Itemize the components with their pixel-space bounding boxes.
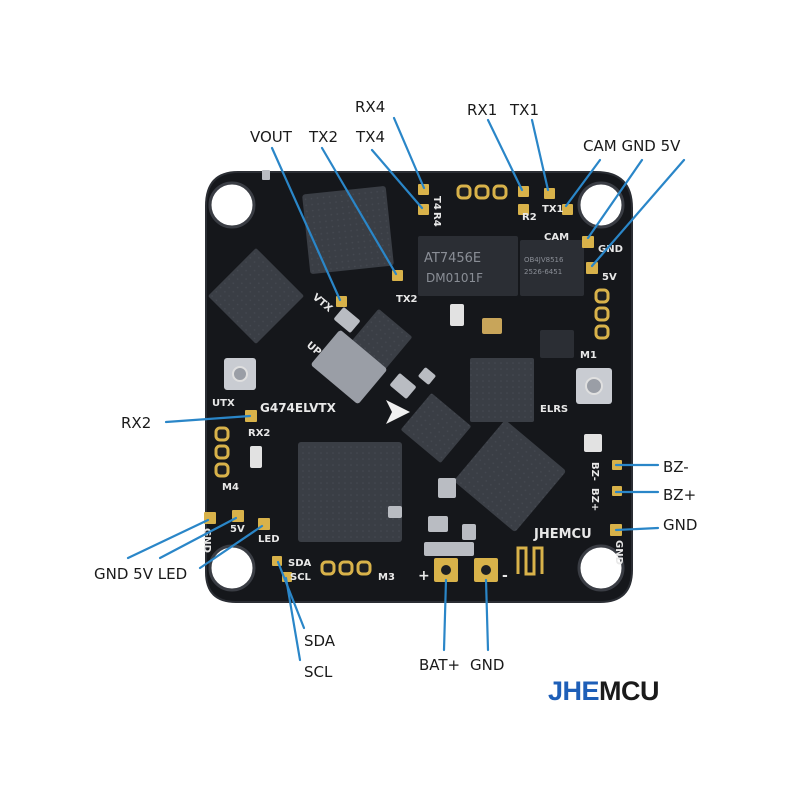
callout-gnd-5v-led: GND 5V LED — [94, 565, 188, 583]
passives — [250, 170, 574, 556]
silk-maker: JHEMCU — [533, 527, 592, 542]
silk-led: LED — [258, 534, 280, 545]
silk-sda: SDA — [288, 558, 312, 569]
callout-gnd-bottom: GND — [470, 656, 505, 674]
leader-tx1 — [530, 118, 550, 192]
brand-logo: JHEMCU — [548, 676, 660, 707]
antenna-trace-icon — [516, 546, 544, 576]
callout-vout: VOUT — [250, 128, 292, 146]
chip-flash-label: OB4JV8516 — [524, 256, 564, 264]
chip-mcu — [298, 442, 402, 542]
brand-logo-part2: MCU — [599, 676, 660, 706]
chips — [208, 186, 584, 542]
chip-osd — [418, 236, 518, 296]
silk-m3: M3 — [378, 572, 395, 583]
callout-cam-gnd-5v: CAM GND 5V — [583, 137, 681, 155]
callout-sda: SDA — [304, 632, 336, 650]
callout-bat-plus: BAT+ — [419, 656, 461, 674]
callout-rx2: RX2 — [121, 414, 152, 432]
leader-cam — [564, 158, 602, 208]
leader-sda — [276, 560, 306, 630]
silk-scl: SCL — [290, 572, 312, 583]
callout-gnd-right: GND — [663, 516, 698, 534]
leader-vout — [270, 146, 342, 302]
leader-rx4 — [392, 116, 426, 190]
chip-vtx — [401, 393, 471, 463]
leader-5v-left — [158, 516, 238, 560]
leader-gnd — [586, 158, 644, 240]
silk-gnd-right: GND — [613, 540, 624, 565]
direction-arrow-icon — [386, 400, 410, 424]
chip-flash — [520, 240, 584, 296]
silk-utx: UTX — [212, 398, 235, 409]
silk-m1: M1 — [580, 350, 597, 361]
motor-pads — [214, 184, 610, 576]
leader-gnd-bottom — [484, 578, 490, 652]
callout-tx4: TX4 — [356, 128, 385, 146]
chip-elrs — [470, 358, 534, 422]
silk-bz-minus: BZ- — [589, 462, 600, 481]
callout-rx4: RX4 — [355, 98, 386, 116]
callout-bz-minus: BZ- — [663, 458, 689, 476]
chip-shield — [311, 330, 387, 404]
silk-bz-plus: BZ+ — [589, 488, 600, 511]
leader-rx1 — [486, 118, 524, 192]
silk-gnd: GND — [598, 244, 623, 255]
leader-gnd-left — [126, 518, 210, 560]
chip-top-left-qfn — [302, 186, 394, 274]
silk-m4: M4 — [222, 482, 239, 493]
silk-t4: T4 — [431, 196, 442, 210]
silk-elrs: ELRS — [540, 404, 568, 415]
silk-r4: R4 — [431, 212, 442, 227]
callout-tx2: TX2 — [309, 128, 338, 146]
leader-rx2 — [164, 414, 252, 424]
leader-scl — [284, 576, 302, 662]
leader-gnd-right — [614, 526, 660, 532]
chip-osd-sublabel: DM0101F — [426, 271, 483, 285]
silk-model: G474ELVTX — [260, 401, 337, 415]
silk-5v: 5V — [602, 272, 617, 283]
silk-5v-left: 5V — [230, 524, 245, 535]
leader-tx2 — [320, 146, 398, 276]
silk-plus: + — [418, 568, 430, 584]
chip-elrs-rx — [454, 420, 566, 532]
leader-led — [198, 524, 264, 570]
silk-r2-pad: R2 — [522, 212, 537, 223]
brand-logo-part1: JHE — [548, 676, 600, 706]
callout-tx1: TX1 — [510, 101, 539, 119]
chip-osd-label: AT7456E — [424, 251, 481, 266]
leader-lines — [126, 116, 686, 662]
leader-bat-plus — [442, 578, 448, 652]
chip-flash-sublabel: 2526-6451 — [524, 268, 562, 276]
silk-gnd-left: GND — [201, 528, 212, 553]
antenna-connectors — [224, 358, 612, 452]
callout-scl: SCL — [304, 663, 333, 681]
callout-rx1: RX1 — [467, 101, 498, 119]
chip-gyro — [208, 248, 304, 344]
silk-rx2: RX2 — [248, 428, 270, 439]
callout-bz-plus: BZ+ — [663, 486, 697, 504]
leader-5v — [590, 158, 686, 268]
silk-minus: - — [502, 568, 508, 584]
silk-tx2: TX2 — [396, 294, 418, 305]
silk-cam: CAM — [544, 232, 569, 243]
leader-tx4 — [370, 148, 424, 210]
silk-tx1: TX1 — [542, 204, 564, 215]
